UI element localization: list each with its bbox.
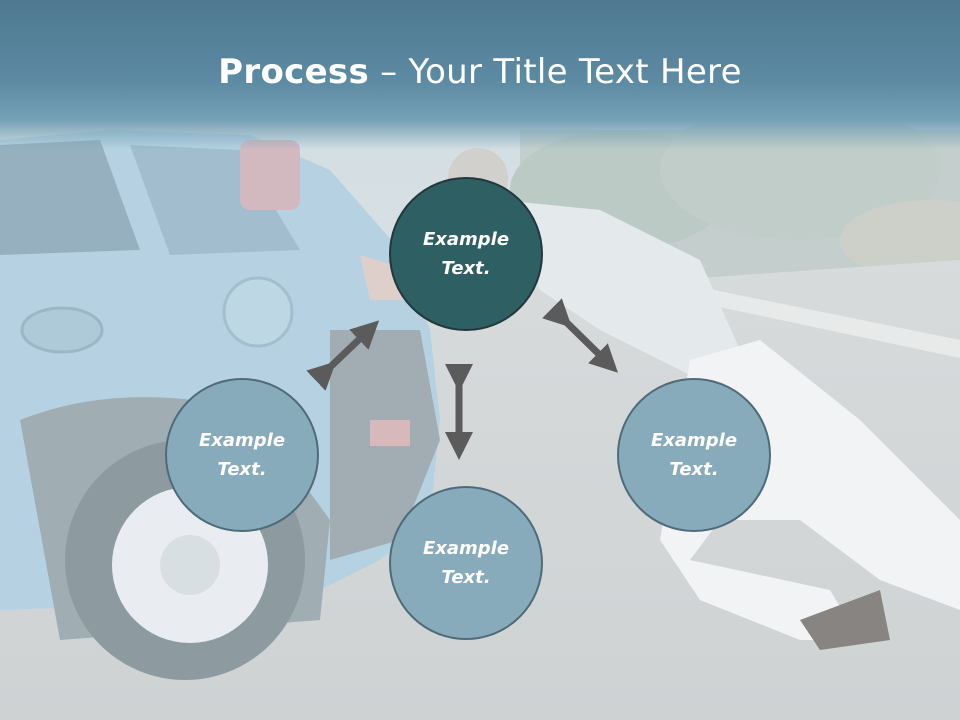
node-right-line2: Text. — [669, 459, 719, 480]
node-left-line2: Text. — [217, 459, 267, 480]
process-node-bottom[interactable]: Example Text. — [389, 486, 543, 640]
process-node-left[interactable]: Example Text. — [165, 378, 319, 532]
title-bar — [0, 0, 960, 150]
slide-title: Process – Your Title Text Here — [0, 52, 960, 92]
process-node-right[interactable]: Example Text. — [617, 378, 771, 532]
arrow-top-left — [306, 320, 380, 391]
title-rest-text: – Your Title Text Here — [369, 52, 742, 92]
node-left-line1: Example — [198, 430, 286, 451]
node-right-line1: Example — [650, 430, 738, 451]
process-node-top[interactable]: Example Text. — [389, 177, 543, 331]
node-bottom-line1: Example — [422, 538, 510, 559]
node-top-line2: Text. — [441, 258, 491, 279]
arrow-top-right — [542, 298, 619, 373]
title-bold-text: Process — [218, 52, 370, 92]
node-top-line1: Example — [422, 229, 510, 250]
node-bottom-line2: Text. — [441, 567, 491, 588]
